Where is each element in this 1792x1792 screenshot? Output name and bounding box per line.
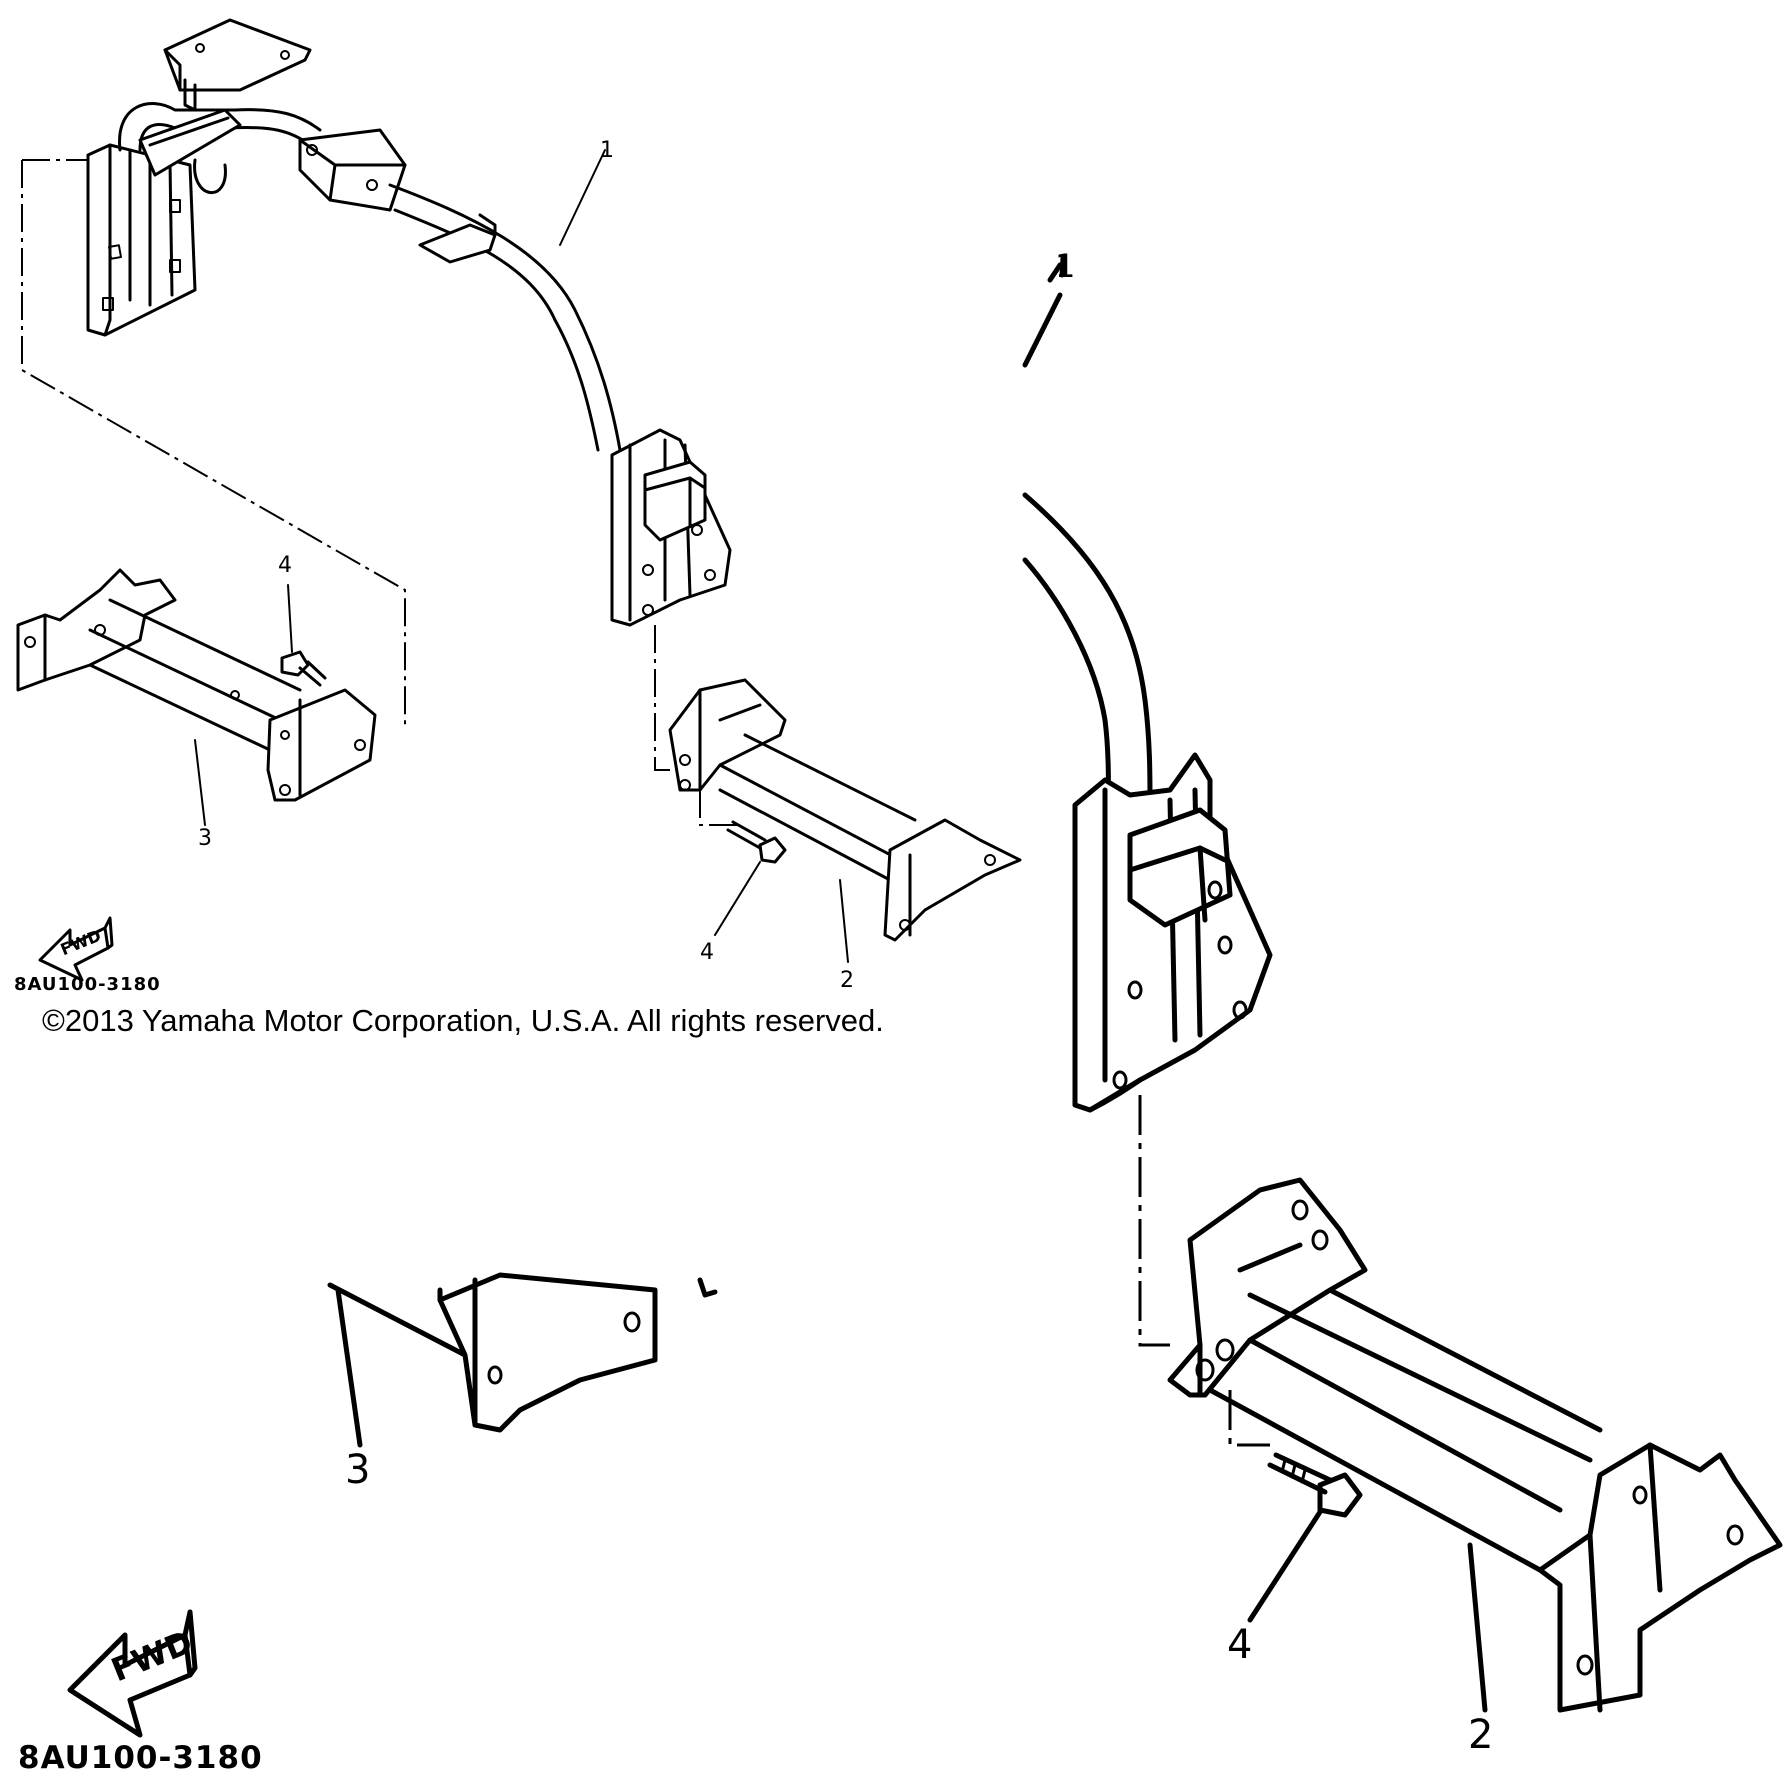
- leader-large-4: [1247, 1509, 1323, 1623]
- cross-member-small-right: [668, 678, 1022, 942]
- bar-tube-large-inner: [1022, 557, 1111, 823]
- assembly-line-small-right: [654, 625, 685, 771]
- callout-4b-small: 4: [700, 940, 714, 965]
- part-code-large: 8AU100-3180: [18, 1740, 263, 1776]
- leader-large-1: [1047, 262, 1063, 283]
- cross-member-large-right: [1167, 1177, 1783, 1713]
- assembly-line-small-bolt: [699, 790, 740, 826]
- bar-tube-small: [118, 102, 622, 452]
- leader-large-3: [335, 1287, 363, 1448]
- leader-large-1c: [1022, 292, 1063, 368]
- part-code-small: 8AU100-3180: [14, 974, 161, 995]
- large-diagram: [67, 255, 1783, 1738]
- bar-tube-large-outer: [1022, 492, 1153, 803]
- leader-small-3: [194, 739, 206, 826]
- callout-4a-small: 4: [278, 553, 292, 578]
- callout-3-large: 3: [345, 1447, 371, 1493]
- assembly-line-large-1: [1138, 1095, 1170, 1347]
- small-diagram: [16, 18, 1022, 982]
- bar-right-bracket: [610, 428, 732, 627]
- assembly-line-large-2: [1228, 1390, 1270, 1447]
- bar-left-bracket: [86, 143, 197, 337]
- leader-small-1: [559, 149, 606, 246]
- leader-large-2: [1467, 1542, 1488, 1713]
- callout-1-small: 1: [600, 138, 614, 163]
- cross-member-small-left: [16, 568, 377, 802]
- copyright-notice: ©2013 Yamaha Motor Corporation, U.S.A. A…: [42, 1003, 884, 1038]
- bolt-large: [1267, 1452, 1363, 1518]
- leader-small-4a: [287, 584, 293, 653]
- callout-3-small: 3: [198, 826, 212, 851]
- fwd-arrow-large: [67, 1609, 198, 1738]
- callout-4-large: 4: [1227, 1622, 1253, 1668]
- callout-2-large: 2: [1468, 1712, 1494, 1758]
- top-mount-plate: [163, 18, 312, 112]
- leader-large-1b: [1059, 255, 1066, 278]
- callout-1-large: 1: [1055, 247, 1076, 285]
- fwd-arrow-small: [38, 916, 114, 982]
- assembly-line-small-diag: [21, 160, 406, 730]
- bar-bracket-large: [1072, 752, 1273, 1113]
- cross-member-large-left: [327, 1272, 718, 1433]
- callout-2-small: 2: [840, 968, 854, 993]
- leader-small-4b: [714, 861, 761, 936]
- leader-small-2: [839, 879, 849, 963]
